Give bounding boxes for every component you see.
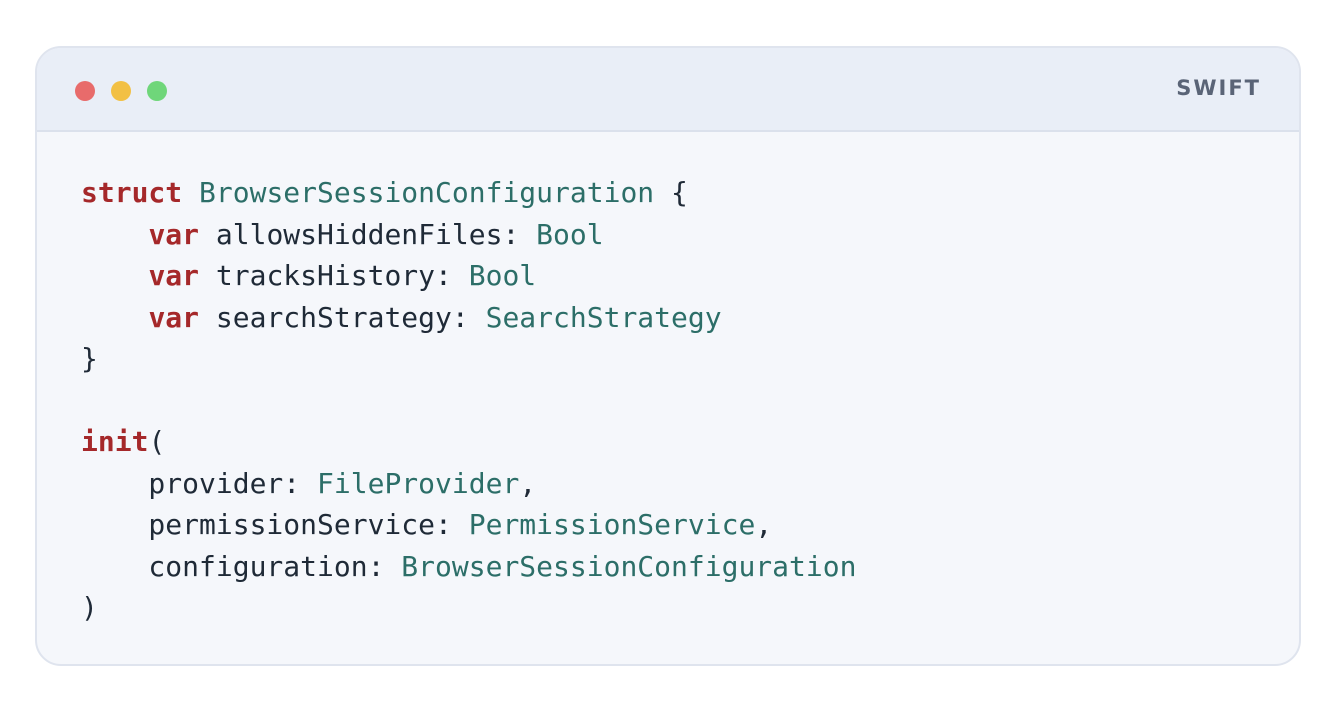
code-token-plain bbox=[81, 218, 148, 251]
code-token-plain: , bbox=[755, 508, 773, 541]
code-window-titlebar: SWIFT bbox=[37, 48, 1299, 132]
code-token-plain bbox=[182, 176, 199, 209]
code-line: var searchStrategy: SearchStrategy bbox=[81, 297, 856, 339]
code-token-type: Bool bbox=[468, 259, 537, 292]
code-line: } bbox=[81, 338, 856, 380]
minimize-dot-icon[interactable] bbox=[111, 81, 131, 101]
code-token-keyword: var bbox=[148, 259, 200, 292]
code-token-plain: ) bbox=[81, 591, 98, 624]
code-token-plain: provider: bbox=[81, 466, 318, 500]
code-line: struct BrowserSessionConfiguration { bbox=[81, 172, 856, 214]
code-token-keyword: var bbox=[148, 217, 200, 251]
code-line: permissionService: PermissionService, bbox=[81, 504, 856, 546]
code-token-keyword: var bbox=[148, 300, 200, 334]
code-line: ) bbox=[81, 587, 856, 629]
code-block: struct BrowserSessionConfiguration { var… bbox=[81, 172, 856, 629]
code-line: init( bbox=[81, 421, 856, 463]
code-line bbox=[81, 380, 856, 422]
code-line: var tracksHistory: Bool bbox=[81, 255, 856, 297]
code-token-type: FileProvider bbox=[317, 466, 520, 500]
code-token-plain: , bbox=[519, 466, 537, 500]
code-token-plain: tracksHistory: bbox=[199, 259, 469, 292]
code-token-type: PermissionService bbox=[468, 508, 756, 541]
language-label: SWIFT bbox=[1176, 76, 1261, 100]
code-line: var allowsHiddenFiles: Bool bbox=[81, 214, 856, 256]
code-token-plain: searchStrategy: bbox=[199, 300, 486, 334]
code-token-plain bbox=[81, 259, 148, 292]
close-dot-icon[interactable] bbox=[75, 81, 95, 101]
code-token-plain: permissionService: bbox=[81, 508, 469, 541]
code-token-plain: ( bbox=[148, 425, 166, 458]
code-token-keyword: struct bbox=[81, 176, 183, 209]
code-token-plain: allowsHiddenFiles: bbox=[199, 217, 537, 251]
code-line: configuration: BrowserSessionConfigurati… bbox=[81, 546, 856, 588]
code-line: provider: FileProvider, bbox=[81, 463, 856, 505]
code-token-plain bbox=[81, 301, 148, 334]
code-token-plain: configuration: bbox=[81, 549, 402, 583]
code-token-type: SearchStrategy bbox=[485, 300, 722, 334]
code-window: SWIFT struct BrowserSessionConfiguration… bbox=[35, 46, 1301, 666]
code-token-type: Bool bbox=[536, 217, 604, 251]
code-token-type: BrowserSessionConfiguration bbox=[199, 176, 655, 209]
code-token-plain: { bbox=[654, 176, 688, 209]
code-token-type: BrowserSessionConfiguration bbox=[401, 549, 857, 583]
code-token-keyword: init bbox=[81, 425, 149, 458]
code-token-plain: } bbox=[81, 342, 98, 375]
zoom-dot-icon[interactable] bbox=[147, 81, 167, 101]
